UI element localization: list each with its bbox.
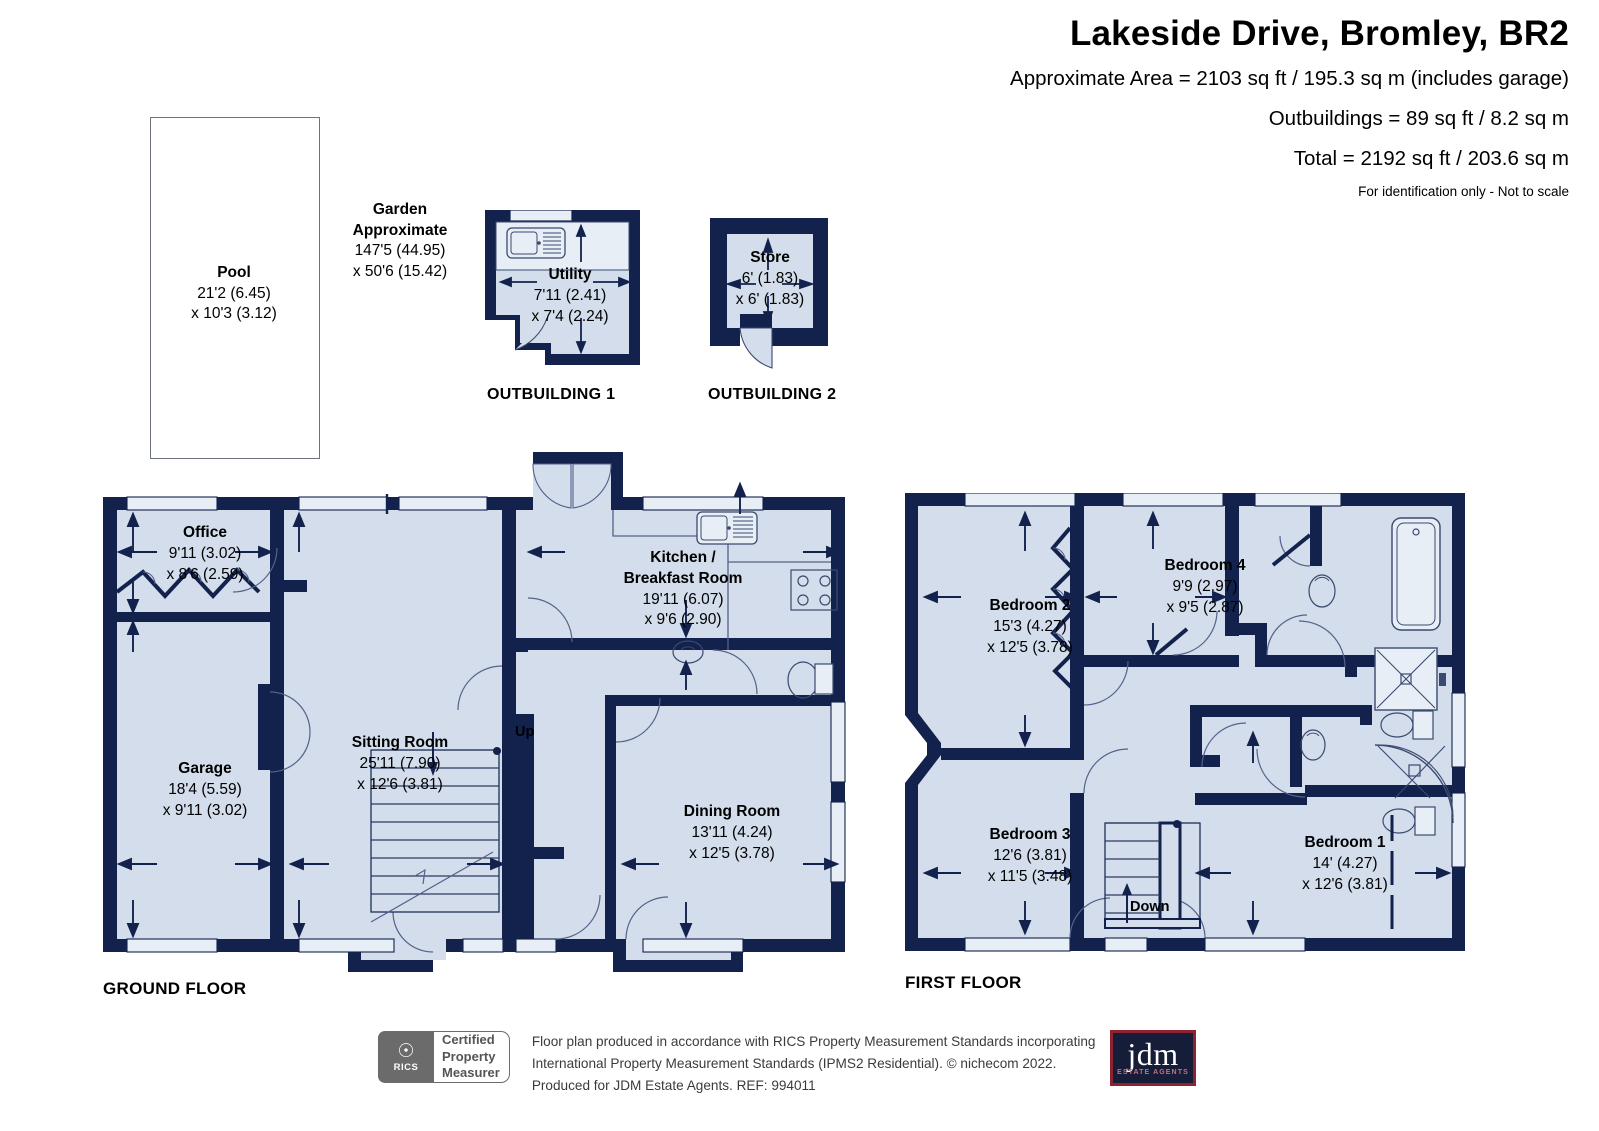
bedroom-4-label: Bedroom 4 9'9 (2.97) x 9'5 (2.87) bbox=[1130, 556, 1280, 618]
office-dim-2: x 8'6 (2.59) bbox=[166, 565, 244, 583]
store-dim-2: x 6' (1.83) bbox=[735, 290, 805, 308]
bedroom-3-dim-1: 12'6 (3.81) bbox=[993, 846, 1067, 864]
footer-line-2: International Property Measurement Stand… bbox=[531, 1056, 1057, 1072]
kitchen-name-line1: Kitchen / bbox=[650, 549, 716, 566]
outbuildings-area-line: Outbuildings = 89 sq ft / 8.2 sq m bbox=[1268, 106, 1569, 130]
utility-room-label: Utility 7'11 (2.41) x 7'4 (2.24) bbox=[500, 265, 640, 327]
bedroom-2-dim-1: 15'3 (4.27) bbox=[993, 617, 1067, 635]
bedroom-1-name: Bedroom 1 bbox=[1304, 834, 1386, 851]
kitchen-dim-1: 19'11 (6.07) bbox=[642, 590, 724, 608]
footer-text: Floor plan produced in accordance with R… bbox=[532, 1031, 1096, 1097]
bedroom-1-dim-1: 14' (4.27) bbox=[1312, 854, 1378, 872]
pool-name: Pool bbox=[217, 264, 251, 281]
dining-room-dim-1: 13'11 (4.24) bbox=[691, 823, 773, 841]
outbuilding-1-tag: OUTBUILDING 1 bbox=[487, 386, 616, 403]
footer: ☉ RICS Certified Property Measurer Floor… bbox=[378, 1031, 1096, 1097]
bedroom-1-label: Bedroom 1 14' (4.27) x 12'6 (3.81) bbox=[1270, 833, 1420, 895]
jdm-logo: jdm ESTATE AGENTS bbox=[1110, 1030, 1196, 1086]
kitchen-label: Kitchen / Breakfast Room 19'11 (6.07) x … bbox=[594, 548, 772, 631]
footer-line-3: Produced for JDM Estate Agents. REF: 994… bbox=[531, 1078, 816, 1094]
bedroom-4-name: Bedroom 4 bbox=[1164, 557, 1246, 574]
pool-outline bbox=[150, 117, 320, 459]
first-floor-plan bbox=[905, 493, 1466, 952]
store-room-label: Store 6' (1.83) x 6' (1.83) bbox=[705, 248, 835, 310]
bedroom-2-label: Bedroom 2 15'3 (4.27) x 12'5 (3.78) bbox=[955, 596, 1105, 658]
cert-line-2: Property bbox=[442, 1048, 496, 1064]
utility-dim-1: 7'11 (2.41) bbox=[533, 286, 607, 304]
garage-label: Garage 18'4 (5.59) x 9'11 (3.02) bbox=[135, 759, 275, 821]
garage-dim-1: 18'4 (5.59) bbox=[168, 780, 242, 798]
scale-disclaimer: For identification only - Not to scale bbox=[1358, 184, 1569, 200]
garage-dim-2: x 9'11 (3.02) bbox=[162, 801, 248, 819]
garage-name: Garage bbox=[178, 760, 232, 777]
rics-emblem-icon: ☉ bbox=[397, 1041, 415, 1062]
jdm-logo-text: jdm bbox=[1127, 1036, 1179, 1072]
bedroom-3-label: Bedroom 3 12'6 (3.81) x 11'5 (3.48) bbox=[955, 825, 1105, 887]
bedroom-2-name: Bedroom 2 bbox=[989, 597, 1071, 614]
sitting-room-label: Sitting Room 25'11 (7.90) x 12'6 (3.81) bbox=[320, 733, 480, 795]
utility-name: Utility bbox=[548, 266, 592, 283]
bedroom-4-dim-1: 9'9 (2.97) bbox=[1172, 577, 1238, 595]
office-dim-1: 9'11 (3.02) bbox=[168, 544, 242, 562]
jdm-logo-subtitle: ESTATE AGENTS bbox=[1117, 1069, 1189, 1076]
ground-floor-tag: GROUND FLOOR bbox=[103, 979, 247, 998]
rics-badge: ☉ RICS Certified Property Measurer bbox=[378, 1031, 510, 1083]
utility-dim-2: x 7'4 (2.24) bbox=[531, 307, 609, 325]
page-header: Lakeside Drive, Bromley, BR2 Approximate… bbox=[1010, 14, 1569, 199]
office-label: Office 9'11 (3.02) x 8'6 (2.59) bbox=[135, 523, 275, 585]
outbuilding-1-plan bbox=[485, 210, 640, 365]
store-name: Store bbox=[750, 249, 790, 266]
dining-room-dim-2: x 12'5 (3.78) bbox=[689, 844, 775, 862]
cert-line-1: Certified bbox=[442, 1032, 495, 1048]
garden-subtitle: Approximate bbox=[352, 221, 448, 239]
outbuilding-2-tag: OUTBUILDING 2 bbox=[708, 386, 837, 403]
bedroom-2-dim-2: x 12'5 (3.78) bbox=[987, 638, 1073, 656]
kitchen-name-line2: Breakfast Room bbox=[623, 569, 743, 587]
pool-dim-1: 21'2 (6.45) bbox=[197, 284, 271, 302]
bedroom-3-dim-2: x 11'5 (3.48) bbox=[987, 867, 1073, 885]
dining-room-label: Dining Room 13'11 (4.24) x 12'5 (3.78) bbox=[652, 802, 812, 864]
total-area-line: Total = 2192 sq ft / 203.6 sq m bbox=[1293, 146, 1569, 170]
certified-property-measurer: Certified Property Measurer bbox=[434, 1031, 510, 1083]
sitting-room-name: Sitting Room bbox=[351, 734, 449, 751]
stairs-down-label: Down bbox=[1130, 899, 1170, 915]
first-floor-staircase bbox=[1104, 820, 1201, 930]
garden-dim-1: 147'5 (44.95) bbox=[354, 242, 446, 260]
rics-logo-icon: ☉ RICS bbox=[378, 1031, 434, 1083]
dining-room-name: Dining Room bbox=[683, 803, 781, 820]
stairs-up-label: Up bbox=[515, 724, 535, 740]
ground-floor-plan bbox=[103, 452, 846, 972]
store-dim-1: 6' (1.83) bbox=[741, 269, 799, 287]
page-title: Lakeside Drive, Bromley, BR2 bbox=[1069, 14, 1569, 53]
garden-title: Garden bbox=[372, 201, 428, 218]
rics-mark-text: RICS bbox=[393, 1062, 419, 1073]
pool-label: Pool 21'2 (6.45) x 10'3 (3.12) bbox=[150, 263, 318, 325]
sitting-room-dim-1: 25'11 (7.90) bbox=[359, 754, 441, 772]
sitting-room-dim-2: x 12'6 (3.81) bbox=[357, 775, 443, 793]
garden-label: Garden Approximate 147'5 (44.95) x 50'6 … bbox=[330, 200, 470, 282]
approximate-area-line: Approximate Area = 2103 sq ft / 195.3 sq… bbox=[1010, 67, 1569, 91]
first-floor-tag: FIRST FLOOR bbox=[905, 973, 1022, 992]
outbuilding-2-plan bbox=[710, 218, 828, 369]
pool-dim-2: x 10'3 (3.12) bbox=[191, 305, 277, 323]
cert-line-3: Measurer bbox=[442, 1065, 500, 1081]
garden-dim-2: x 50'6 (15.42) bbox=[352, 262, 448, 280]
bedroom-3-name: Bedroom 3 bbox=[989, 826, 1071, 843]
office-name: Office bbox=[183, 524, 227, 541]
bedroom-1-dim-2: x 12'6 (3.81) bbox=[1302, 875, 1388, 893]
bedroom-4-dim-2: x 9'5 (2.87) bbox=[1166, 598, 1244, 616]
footer-line-1: Floor plan produced in accordance with R… bbox=[531, 1034, 1096, 1049]
kitchen-dim-2: x 9'6 (2.90) bbox=[644, 611, 722, 629]
